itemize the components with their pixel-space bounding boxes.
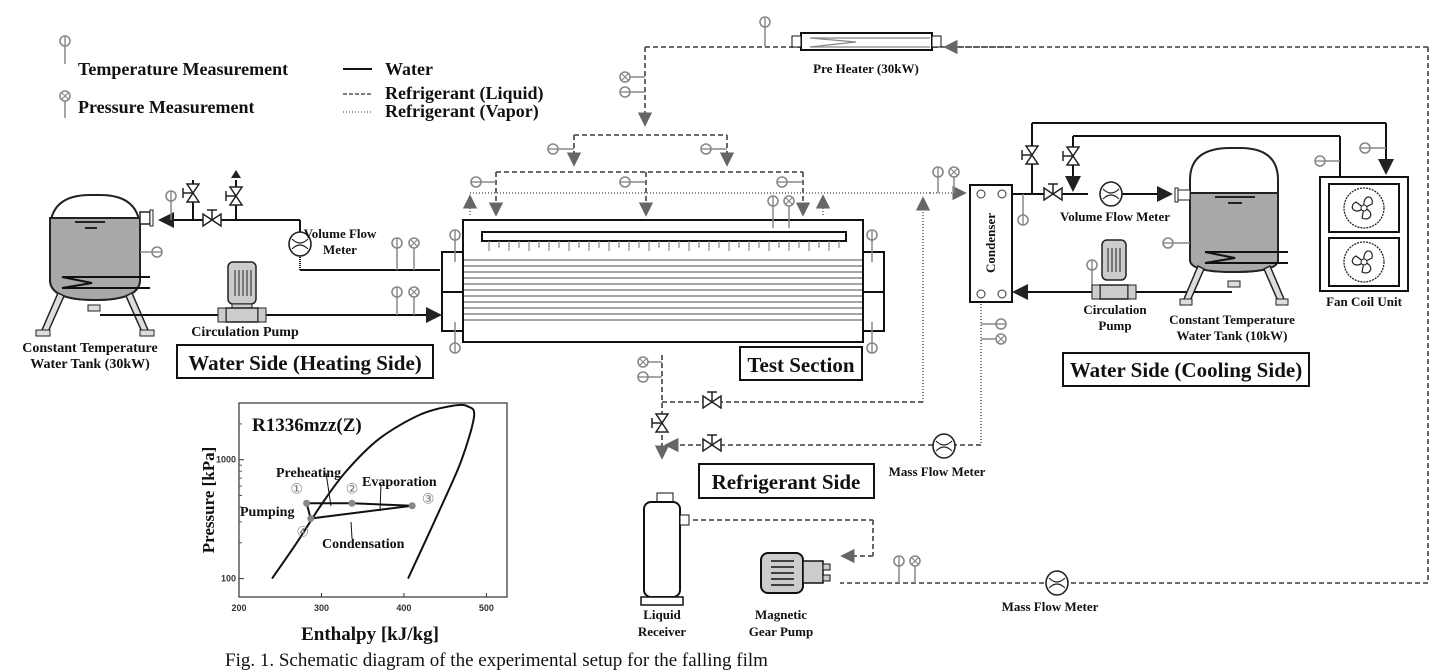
- hot-water-tank: [35, 194, 163, 337]
- hot-vfm-label-1: Volume Flow: [304, 226, 377, 241]
- return-valve[interactable]: [702, 434, 722, 452]
- refrigerant-side-box: [698, 463, 875, 499]
- annotation-preheating: Preheating: [276, 466, 341, 481]
- legend-water: Water: [385, 59, 433, 79]
- receiver-inlet-sensors: [637, 356, 921, 583]
- state-point: [303, 499, 311, 507]
- cold-pump-label-2: Pump: [1098, 318, 1131, 333]
- y-tick-label: 1000: [216, 455, 236, 465]
- state-point-label: ②: [346, 482, 359, 497]
- legend-ref-liquid: Refrigerant (Liquid): [385, 83, 543, 104]
- legend-ref-vapor: Refrigerant (Vapor): [385, 101, 539, 122]
- receiver-label-1: Liquid: [643, 607, 681, 622]
- hot-vfm-label-2: Meter: [323, 242, 357, 257]
- figure-caption: Fig. 1. Schematic diagram of the experim…: [225, 650, 768, 671]
- pre-heater: [791, 32, 942, 51]
- legend-pressure: Pressure Measurement: [78, 97, 254, 117]
- refrigerant-side-title: Refrigerant Side: [712, 470, 861, 494]
- magnetic-gear-pump: [760, 552, 831, 594]
- cooling-side-box: [1062, 352, 1310, 387]
- refrigerant-liquid-distribution: [488, 46, 1010, 217]
- hot-pump-label: Circulation Pump: [191, 325, 299, 340]
- state-point: [408, 502, 416, 510]
- state-point-label: ④: [296, 526, 309, 541]
- hot-inlet-sensors: [391, 237, 420, 315]
- hot-main-valve[interactable]: [202, 209, 222, 227]
- distribution-sensors: [470, 16, 803, 188]
- ph-ylabel: Pressure [kPa]: [199, 447, 218, 554]
- test-section-title: Test Section: [747, 353, 854, 377]
- ph-xlabel: Enthalpy [kJ/kg]: [301, 624, 439, 645]
- refrigerant-vapor-lines: [462, 185, 982, 445]
- cold-pump-label-1: Circulation: [1083, 302, 1147, 317]
- preheater-label: Pre Heater (30kW): [813, 61, 919, 76]
- state-point: [307, 515, 315, 523]
- fan-coil-unit: [1319, 176, 1409, 292]
- heating-water-piping: [100, 180, 442, 323]
- mass-flow-meter-2: [1045, 570, 1069, 596]
- legend-temperature: Temperature Measurement: [78, 59, 288, 79]
- state-point-label: ③: [422, 493, 435, 508]
- heating-side-box: [176, 344, 434, 379]
- condenser-inlet-sensors: [932, 166, 1007, 345]
- fan-icon: [1343, 187, 1385, 229]
- state-point-label: ①: [290, 482, 303, 497]
- annotation-evaporation: Evaporation: [362, 475, 437, 490]
- annotation-condensation: Condensation: [322, 537, 405, 552]
- liquid-receiver: [640, 492, 690, 606]
- hot-circulation-pump: [217, 261, 267, 323]
- cold-circulation-pump: [1091, 239, 1137, 300]
- gearpump-label-1: Magnetic: [755, 607, 807, 622]
- cold-vfm-label: Volume Flow Meter: [1060, 209, 1170, 224]
- ph-chart: R1336mzz(Z) 200 300 400 500 100 1000 ① ② ③ ④ Pre…: [199, 402, 508, 645]
- mfm1-label: Mass Flow Meter: [889, 464, 986, 479]
- cold-tank-label-2: Water Tank (10kW): [1176, 328, 1287, 343]
- state-point: [348, 499, 356, 507]
- y-tick-label: 100: [221, 574, 236, 584]
- cold-volume-flow-meter: [1099, 181, 1123, 207]
- ph-chart-frame: [238, 402, 508, 598]
- receiver-label-2: Receiver: [638, 624, 687, 639]
- cold-main-valve[interactable]: [1043, 183, 1063, 201]
- fan-icon: [1343, 241, 1385, 283]
- annotation-pumping: Pumping: [240, 505, 294, 520]
- cold-water-tank: [1162, 147, 1289, 306]
- heating-side-title: Water Side (Heating Side): [188, 351, 422, 375]
- cooling-side-title: Water Side (Cooling Side): [1070, 358, 1302, 382]
- cold-valve-1[interactable]: [1021, 145, 1039, 165]
- x-tick-label: 500: [479, 603, 494, 613]
- condenser-label: Condenser: [983, 213, 998, 273]
- refrigerant-return-loop: [654, 39, 1429, 584]
- x-tick-label: 300: [314, 603, 329, 613]
- x-tick-label: 200: [231, 603, 246, 613]
- receiver-valve[interactable]: [651, 413, 669, 433]
- hot-drain-valve-1[interactable]: [182, 183, 200, 203]
- mass-flow-meter-1: [932, 433, 956, 459]
- condenser: [969, 184, 1013, 303]
- gearpump-label-2: Gear Pump: [749, 624, 813, 639]
- test-section-box: [739, 346, 863, 381]
- mfm2-label: Mass Flow Meter: [1002, 599, 1099, 614]
- hot-tank-label-1: Constant Temperature: [22, 341, 157, 356]
- cold-tank-label-1: Constant Temperature: [1169, 312, 1295, 327]
- cold-valve-2[interactable]: [1062, 146, 1080, 166]
- x-tick-label: 400: [396, 603, 411, 613]
- test-section: [441, 195, 885, 354]
- hot-tank-label-2: Water Tank (30kW): [30, 357, 150, 372]
- fcu-label: Fan Coil Unit: [1326, 294, 1403, 309]
- hot-drain-valve-2[interactable]: [225, 186, 243, 206]
- bypass-valve[interactable]: [702, 391, 722, 409]
- ph-chart-title: R1336mzz(Z): [252, 415, 362, 436]
- saturation-dome: [271, 403, 476, 580]
- legend: Temperature Measurement Pressure Measure…: [59, 35, 543, 122]
